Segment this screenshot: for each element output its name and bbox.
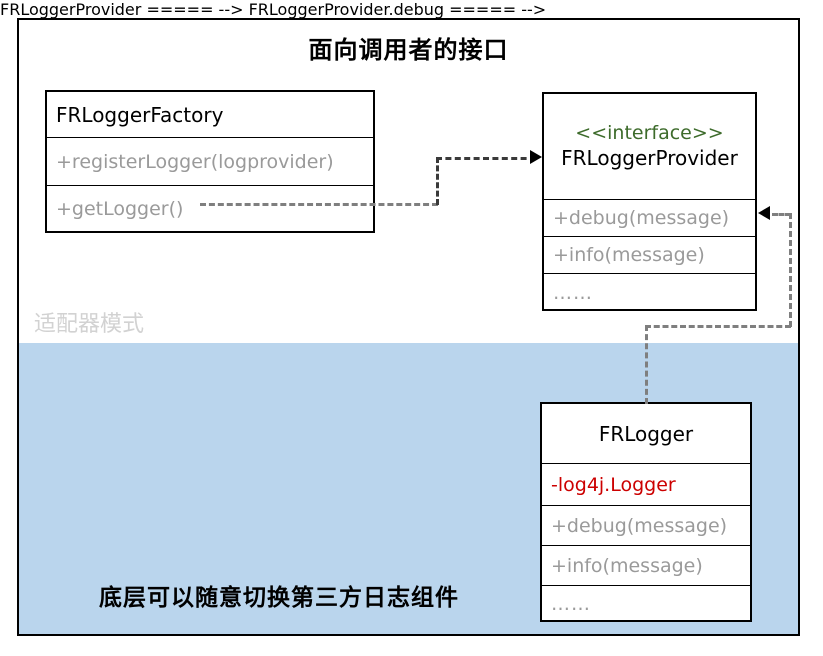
member-debug: +debug(message): [551, 514, 728, 537]
connector-logger-provider-segment-v1: [645, 325, 648, 404]
connector-logger-provider-segment-h1: [645, 325, 791, 328]
class-header-frlogger: FRLogger: [542, 404, 750, 464]
class-member-row: +getLogger(): [47, 186, 373, 231]
class-box-frloggerfactory[interactable]: FRLoggerFactory +registerLogger(logprovi…: [45, 90, 375, 233]
connector-factory-provider-segment-h2: [436, 157, 536, 160]
bottom-region-caption: 底层可以随意切换第三方日志组件: [99, 585, 459, 611]
field-log4j-logger: -log4j.Logger: [551, 473, 676, 496]
member-info: +info(message): [553, 244, 705, 266]
class-member-row: +debug(message): [544, 200, 755, 237]
connector-logger-provider-segment-v2: [789, 213, 792, 327]
member-ellipsis: ……: [551, 593, 591, 615]
adapter-pattern-label: 适配器模式: [34, 312, 145, 337]
member-get-logger: +getLogger(): [56, 197, 184, 220]
class-header-frloggerfactory: FRLoggerFactory: [47, 92, 373, 138]
class-box-frloggerprovider[interactable]: <<interface>> FRLoggerProvider +debug(me…: [542, 92, 757, 311]
connector-logger-provider-segment-h2: [772, 213, 791, 216]
class-member-row: ……: [544, 274, 755, 311]
connector-factory-provider-segment-h1: [200, 203, 438, 206]
class-name-frloggerprovider: FRLoggerProvider: [561, 145, 738, 170]
class-member-row: +registerLogger(logprovider): [47, 138, 373, 186]
class-member-row: +info(message): [544, 237, 755, 274]
class-member-row: +debug(message): [542, 506, 750, 546]
class-field-row: -log4j.Logger: [542, 464, 750, 506]
member-register-logger: +registerLogger(logprovider): [56, 150, 334, 173]
member-info: +info(message): [551, 554, 703, 577]
class-member-row: +info(message): [542, 546, 750, 586]
class-name-frloggerfactory: FRLoggerFactory: [56, 102, 224, 127]
diagram-title: 面向调用者的接口: [308, 36, 509, 64]
member-ellipsis: ……: [553, 281, 593, 304]
connector-factory-provider-segment-v1: [436, 157, 439, 205]
member-debug: +debug(message): [553, 207, 730, 229]
class-header-frloggerprovider: <<interface>> FRLoggerProvider: [544, 94, 755, 200]
class-name-frlogger: FRLogger: [598, 421, 694, 446]
class-member-row: ……: [542, 586, 750, 622]
class-box-frlogger[interactable]: FRLogger -log4j.Logger +debug(message) +…: [540, 402, 752, 622]
connector-logger-provider-arrowhead-icon: [758, 206, 770, 220]
stereotype-interface: <<interface>>: [575, 122, 724, 145]
connector-factory-provider-arrowhead-icon: [530, 150, 542, 164]
